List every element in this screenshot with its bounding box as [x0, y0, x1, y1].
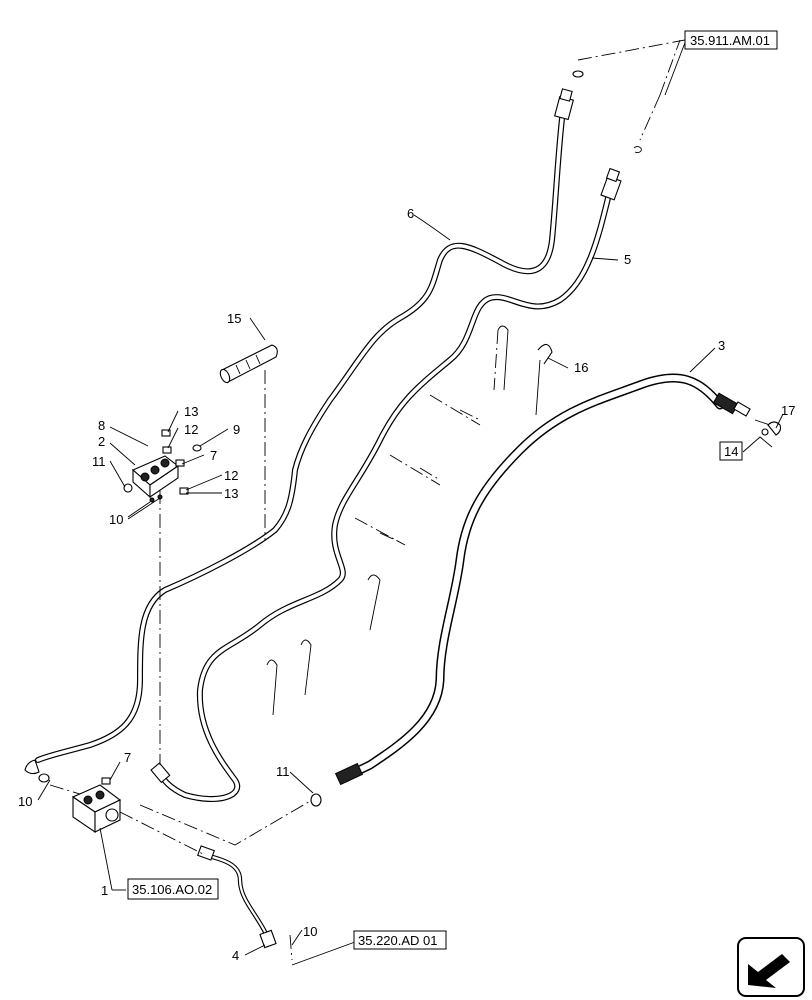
callout-10-top: 10 [109, 512, 123, 527]
reference-box-14[interactable]: 14 [719, 441, 743, 461]
hose-3 [334, 373, 751, 786]
callout-1: 1 [101, 883, 108, 898]
clamp-16 [535, 343, 553, 416]
reference-box-valve[interactable]: 35.106.AO.02 [127, 878, 219, 900]
callout-13-top: 13 [184, 404, 198, 419]
valve-block-1 [71, 777, 122, 834]
callout-12-mid: 12 [224, 468, 238, 483]
callout-3: 3 [718, 338, 725, 353]
hose-4 [197, 845, 277, 949]
hose-6-bottom-fitting [24, 759, 50, 783]
hose-5 [159, 187, 613, 803]
callout-7-bottom: 7 [124, 750, 131, 765]
callout-5: 5 [624, 252, 631, 267]
leader-lines [37, 39, 784, 966]
hose-5-top-fitting [600, 167, 622, 201]
callout-11-top: 11 [92, 454, 106, 469]
reference-valve-label: 35.106.AO.02 [132, 882, 212, 897]
center-lines [49, 39, 771, 961]
callout-17: 17 [781, 403, 795, 418]
callout-numbers: 6 5 3 16 15 17 13 12 9 8 2 11 7 12 13 10… [18, 206, 795, 963]
callout-10-bottom: 10 [303, 924, 317, 939]
hose-5-bottom-fitting [150, 762, 171, 784]
callout-4: 4 [232, 948, 239, 963]
orientation-arrow-icon [737, 937, 805, 997]
callout-13-mid: 13 [224, 486, 238, 501]
reference-box-bottom[interactable]: 35.220.AD 01 [353, 930, 447, 950]
clamps [266, 325, 509, 716]
valve-block-2 [123, 429, 202, 503]
callout-10-left: 10 [18, 794, 32, 809]
callout-16: 16 [574, 360, 588, 375]
o-ring-top-2 [633, 146, 642, 154]
reference-top-label: 35.911.AM.01 [690, 33, 770, 48]
callout-12-top: 12 [184, 422, 198, 437]
reference-bottom-label: 35.220.AD 01 [358, 933, 438, 948]
callout-8: 8 [98, 418, 105, 433]
callout-6: 6 [407, 206, 414, 221]
callout-9: 9 [233, 422, 240, 437]
grip-15 [219, 344, 278, 384]
hose-6 [35, 107, 566, 763]
callout-14: 14 [724, 444, 738, 459]
callout-2: 2 [98, 434, 105, 449]
callout-7-top: 7 [210, 448, 217, 463]
o-ring-11 [310, 793, 322, 807]
hose-6-top-fitting [553, 88, 575, 121]
reference-box-top[interactable]: 35.911.AM.01 [684, 30, 778, 50]
callout-11-bottom: 11 [276, 764, 290, 779]
callout-15: 15 [227, 311, 241, 326]
o-ring-top [572, 70, 584, 78]
